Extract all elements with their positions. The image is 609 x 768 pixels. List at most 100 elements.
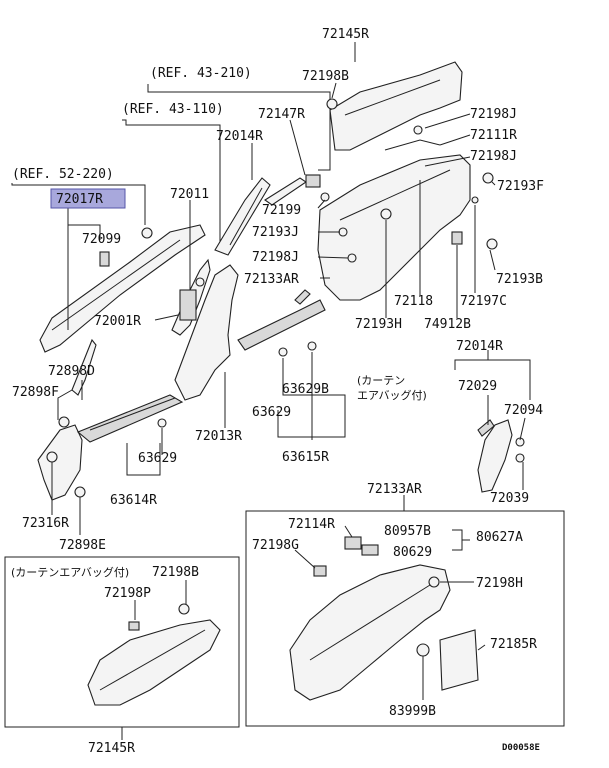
clip-ref-52-220 bbox=[141, 227, 153, 239]
trim-72145R-lower-edge bbox=[99, 629, 206, 691]
anchor-72001R bbox=[179, 289, 197, 321]
label-63629B: 63629B bbox=[282, 382, 329, 397]
small-piece bbox=[294, 289, 311, 305]
leader-72198G bbox=[294, 549, 316, 569]
trim-72316R bbox=[37, 424, 83, 501]
clip-72193B bbox=[486, 238, 498, 250]
leader-ref-43-110 bbox=[122, 119, 221, 250]
strip-72898D bbox=[71, 338, 97, 396]
leader-72001R bbox=[154, 314, 179, 321]
label-80629: 80629 bbox=[393, 545, 432, 560]
label-72898E: 72898E bbox=[59, 538, 106, 553]
ref-label-43-110: (REF. 43-110) bbox=[122, 102, 224, 117]
scuff-edge bbox=[89, 397, 176, 431]
label-72198B-box: 72198B bbox=[152, 565, 199, 580]
clip-72198B-box bbox=[178, 603, 190, 615]
clip-72198J-c bbox=[347, 253, 357, 263]
label-72198J-c: 72198J bbox=[252, 250, 299, 265]
leader-72198J-a bbox=[424, 113, 471, 129]
label-72193H: 72193H bbox=[355, 317, 402, 332]
clip-72193J bbox=[338, 227, 348, 237]
part-80629 bbox=[361, 544, 379, 556]
lower-trim-edge bbox=[309, 584, 431, 661]
label-72014R-top: 72014R bbox=[216, 129, 263, 144]
pillar-72014R-edge bbox=[229, 187, 263, 246]
clip-74912B bbox=[451, 231, 463, 245]
clip-72198H bbox=[428, 576, 440, 588]
strip-72147R bbox=[264, 177, 307, 206]
clip-63629-low bbox=[157, 418, 167, 428]
clip-72039 bbox=[515, 453, 525, 463]
label-80627A: 80627A bbox=[476, 530, 523, 545]
scuff-63615R bbox=[237, 299, 326, 351]
trim-72145R-edge bbox=[344, 79, 441, 116]
label-72014R-right: 72014R bbox=[456, 339, 503, 354]
clip-72011 bbox=[195, 277, 205, 287]
label-72898F: 72898F bbox=[12, 385, 59, 400]
clip-72199 bbox=[320, 192, 330, 202]
leader-ref-43-210 bbox=[147, 84, 331, 171]
leader-63629B bbox=[282, 358, 346, 438]
ref-label-43-210: (REF. 43-210) bbox=[150, 66, 252, 81]
leader-72198J-c bbox=[317, 256, 349, 259]
label-72198J-b: 72198J bbox=[470, 149, 517, 164]
leader-72014R-right-b bbox=[488, 359, 531, 400]
leader-72193F bbox=[491, 181, 496, 186]
label-72198P: 72198P bbox=[104, 586, 151, 601]
label-72198J-a: 72198J bbox=[470, 107, 517, 122]
clip-72099 bbox=[99, 251, 110, 267]
leader-72198B-top bbox=[331, 82, 337, 99]
highlight-72017R bbox=[50, 188, 126, 209]
trim-72145R-lower bbox=[87, 619, 221, 706]
label-83999B: 83999B bbox=[389, 704, 436, 719]
label-72118: 72118 bbox=[394, 294, 433, 309]
panel-72185R bbox=[439, 629, 479, 691]
clip-63629-mid bbox=[307, 341, 317, 351]
leader-72898F bbox=[57, 389, 73, 420]
leader-72114R bbox=[344, 525, 353, 538]
pillar-72014R-airbag bbox=[477, 419, 513, 493]
quarter-trim-edge bbox=[339, 169, 451, 221]
clip-72197C bbox=[471, 196, 479, 204]
label-72193J: 72193J bbox=[252, 225, 299, 240]
label-72316R: 72316R bbox=[22, 516, 69, 531]
label-72898D: 72898D bbox=[48, 364, 95, 379]
label-72133AR-top: 72133AR bbox=[244, 272, 299, 287]
scuff-plate-63614R bbox=[76, 394, 184, 443]
leader-72185R bbox=[477, 644, 486, 651]
label-63629-low: 63629 bbox=[138, 451, 177, 466]
ref-label-52-220: (REF. 52-220) bbox=[12, 167, 114, 182]
part-72114R bbox=[344, 536, 362, 550]
clip-72898E bbox=[74, 486, 86, 498]
leader-ref-52-220 bbox=[11, 183, 146, 225]
clip-72198G bbox=[313, 565, 327, 577]
label-72099: 72099 bbox=[82, 232, 121, 247]
leader-72147R bbox=[289, 119, 306, 176]
leader-63614R bbox=[126, 443, 161, 476]
pillar-72013R bbox=[174, 264, 239, 401]
label-72193F: 72193F bbox=[497, 179, 544, 194]
label-72039: 72039 bbox=[490, 491, 529, 506]
label-63629-mid: 63629 bbox=[252, 405, 291, 420]
label-72198G: 72198G bbox=[252, 538, 299, 553]
label-74912B: 74912B bbox=[424, 317, 471, 332]
footer-code: D00058E bbox=[502, 743, 540, 753]
label-72145R-top: 72145R bbox=[322, 27, 369, 42]
leader-63629-mid bbox=[277, 410, 314, 438]
clip-72898F-2 bbox=[58, 416, 70, 428]
part-72029 bbox=[477, 419, 495, 437]
label-72199: 72199 bbox=[262, 203, 301, 218]
label-63615R: 63615R bbox=[282, 450, 329, 465]
clip-72193H bbox=[380, 208, 392, 220]
label-63614R: 63614R bbox=[110, 493, 157, 508]
quarter-trim-72118 bbox=[317, 154, 471, 301]
label-72198H: 72198H bbox=[476, 576, 523, 591]
label-72029: 72029 bbox=[458, 379, 497, 394]
clip-72898F bbox=[46, 451, 58, 463]
label-72185R: 72185R bbox=[490, 637, 537, 652]
label-80957B: 80957B bbox=[384, 524, 431, 539]
note-curtain-airbag-left: (カーテンエアバッグ付) bbox=[11, 565, 129, 579]
strap-72111R bbox=[384, 139, 441, 151]
